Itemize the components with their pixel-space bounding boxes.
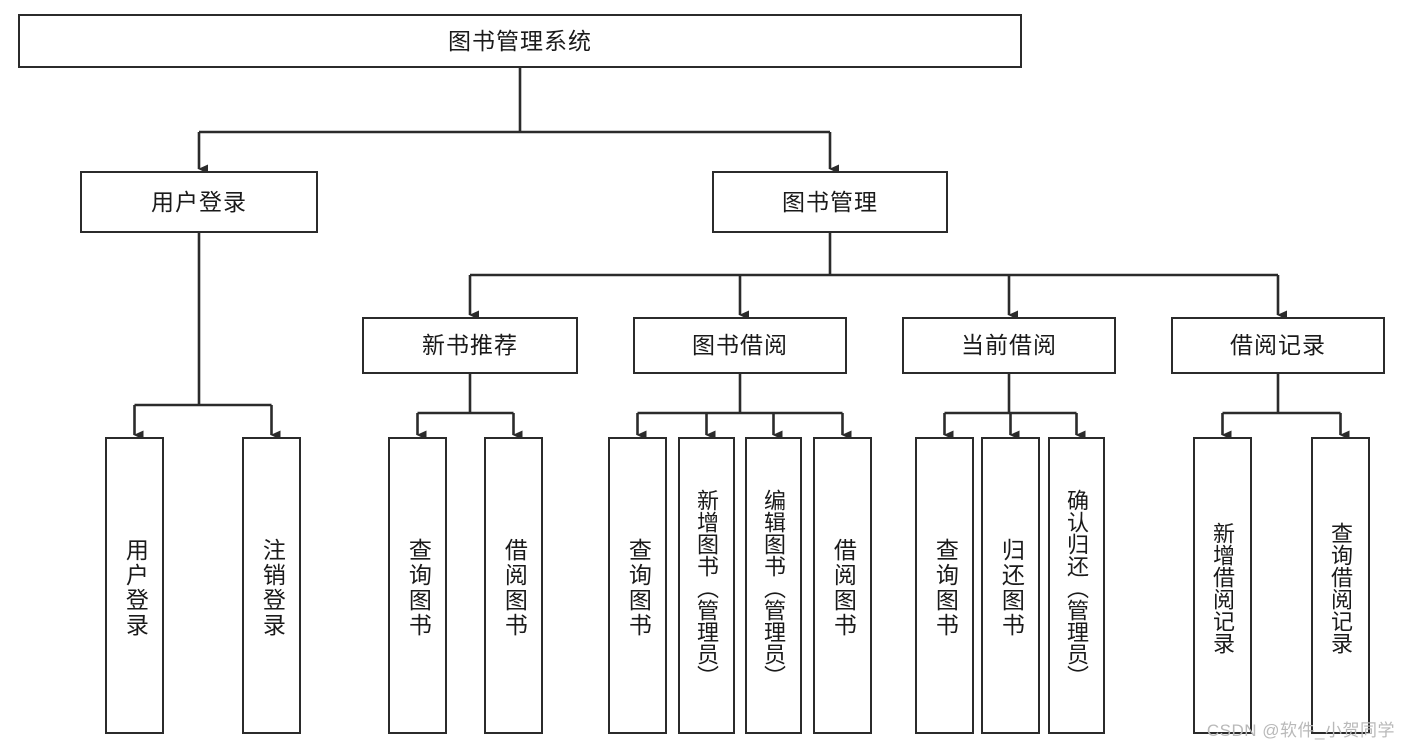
level2-box-0[interactable]: 用户登录 bbox=[80, 171, 318, 233]
leaf-label: 归还图书 bbox=[998, 537, 1025, 638]
level3-label: 当前借阅 bbox=[961, 332, 1057, 358]
leaf-box-0[interactable]: 用户登录 bbox=[105, 437, 164, 734]
leaf-box-2[interactable]: 查询图书 bbox=[388, 437, 447, 734]
level3-box-3[interactable]: 借阅记录 bbox=[1171, 317, 1385, 374]
leaf-box-1[interactable]: 注销登录 bbox=[242, 437, 301, 734]
root-box-0[interactable]: 图书管理系统 bbox=[18, 14, 1022, 68]
level3-box-2[interactable]: 当前借阅 bbox=[902, 317, 1116, 374]
leaf-label: 确认归还（管理员） bbox=[1064, 488, 1090, 687]
leaf-box-6[interactable]: 编辑图书（管理员） bbox=[745, 437, 802, 734]
leaf-box-7[interactable]: 借阅图书 bbox=[813, 437, 872, 734]
leaf-label: 借阅图书 bbox=[501, 537, 528, 638]
level3-label: 借阅记录 bbox=[1230, 332, 1326, 358]
leaf-box-11[interactable]: 新增借阅记录 bbox=[1193, 437, 1252, 734]
level2-label: 图书管理 bbox=[782, 188, 878, 215]
level3-label: 新书推荐 bbox=[422, 332, 518, 358]
level3-box-1[interactable]: 图书借阅 bbox=[633, 317, 847, 374]
level3-label: 图书借阅 bbox=[692, 332, 788, 358]
level2-box-1[interactable]: 图书管理 bbox=[712, 171, 948, 233]
leaf-box-9[interactable]: 归还图书 bbox=[981, 437, 1040, 734]
leaf-box-5[interactable]: 新增图书（管理员） bbox=[678, 437, 735, 734]
leaf-label: 用户登录 bbox=[122, 537, 149, 638]
leaf-label: 借阅图书 bbox=[830, 537, 857, 638]
root-label: 图书管理系统 bbox=[448, 27, 592, 54]
leaf-label: 查询借阅记录 bbox=[1328, 521, 1354, 654]
level2-label: 用户登录 bbox=[151, 188, 247, 215]
leaf-label: 查询图书 bbox=[932, 537, 959, 638]
leaf-box-10[interactable]: 确认归还（管理员） bbox=[1048, 437, 1105, 734]
leaf-label: 注销登录 bbox=[259, 537, 286, 638]
leaf-box-4[interactable]: 查询图书 bbox=[608, 437, 667, 734]
leaf-label: 新增图书（管理员） bbox=[694, 488, 720, 687]
leaf-label: 编辑图书（管理员） bbox=[761, 488, 787, 687]
leaf-label: 查询图书 bbox=[625, 537, 652, 638]
leaf-box-3[interactable]: 借阅图书 bbox=[484, 437, 543, 734]
leaf-box-12[interactable]: 查询借阅记录 bbox=[1311, 437, 1370, 734]
leaf-box-8[interactable]: 查询图书 bbox=[915, 437, 974, 734]
leaf-label: 新增借阅记录 bbox=[1210, 521, 1236, 654]
leaf-label: 查询图书 bbox=[405, 537, 432, 638]
level3-box-0[interactable]: 新书推荐 bbox=[362, 317, 578, 374]
